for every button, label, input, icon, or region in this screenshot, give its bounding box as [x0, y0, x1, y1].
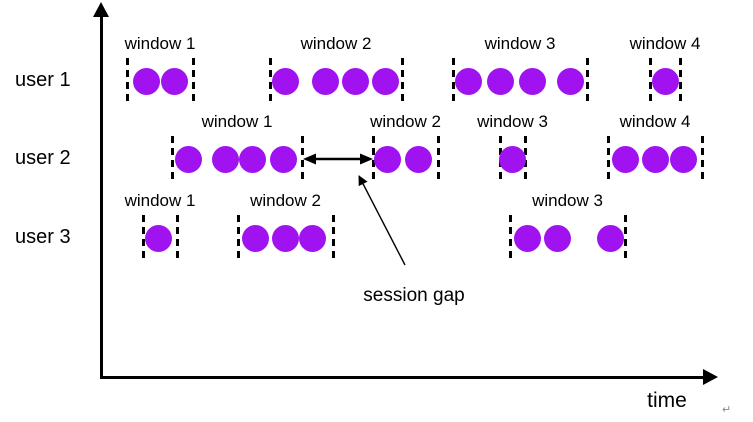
event-dot	[161, 68, 188, 95]
window-label: window 4	[629, 34, 701, 53]
event-dot	[544, 225, 571, 252]
event-dot	[133, 68, 160, 95]
window-boundary-dash	[269, 58, 272, 104]
event-dot	[642, 146, 669, 173]
event-dot	[455, 68, 482, 95]
window-boundary-dash	[332, 215, 335, 261]
event-dot	[670, 146, 697, 173]
event-dot	[145, 225, 172, 252]
window-label: window 3	[477, 112, 548, 131]
window-boundary-dash	[679, 58, 682, 104]
window-boundary-dash	[586, 58, 589, 104]
event-dot	[342, 68, 369, 95]
event-dot	[312, 68, 339, 95]
event-dot	[519, 68, 546, 95]
session-gap-double-arrow-icon	[303, 153, 373, 165]
window-boundary-dash	[237, 215, 240, 261]
window-boundary-dash	[372, 136, 375, 182]
window-label: window 1	[124, 34, 196, 53]
window-boundary-dash	[171, 136, 174, 182]
event-dot	[239, 146, 266, 173]
event-dot	[487, 68, 514, 95]
window-boundary-dash	[301, 136, 304, 182]
event-dot	[514, 225, 541, 252]
user-label-3: user 3	[15, 226, 71, 248]
event-dot	[272, 225, 299, 252]
event-dot	[405, 146, 432, 173]
x-axis	[100, 376, 705, 379]
paragraph-return-mark: ↵	[722, 404, 732, 416]
window-label: window 1	[201, 112, 273, 131]
window-boundary-dash	[607, 136, 610, 182]
window-boundary-dash	[701, 136, 704, 182]
time-axis-label: time	[647, 389, 687, 412]
event-dot	[212, 146, 239, 173]
event-dot	[612, 146, 639, 173]
event-dot	[374, 146, 401, 173]
session-gap-label: session gap	[363, 285, 465, 306]
window-label: window 2	[300, 34, 372, 53]
event-dot	[597, 225, 624, 252]
window-boundary-dash	[509, 215, 512, 261]
y-axis	[100, 14, 103, 378]
window-label: window 4	[619, 112, 691, 131]
event-dot	[270, 146, 297, 173]
window-boundary-dash	[142, 215, 145, 261]
user-label-1: user 1	[15, 69, 71, 91]
y-axis-arrowhead-icon	[93, 2, 109, 17]
event-dot	[652, 68, 679, 95]
event-dot	[372, 68, 399, 95]
window-label: window 3	[484, 34, 556, 53]
user-label-2: user 2	[15, 147, 71, 169]
event-dot	[499, 146, 526, 173]
window-boundary-dash	[176, 215, 179, 261]
window-boundary-dash	[649, 58, 652, 104]
window-label: window 3	[532, 191, 603, 210]
session-gap-pointer-arrow-icon	[358, 175, 406, 266]
window-label: window 2	[250, 191, 321, 210]
window-boundary-dash	[401, 58, 404, 104]
window-label: window 1	[124, 191, 196, 210]
window-boundary-dash	[437, 136, 440, 182]
window-boundary-dash	[126, 58, 129, 104]
window-boundary-dash	[452, 58, 455, 104]
event-dot	[242, 225, 269, 252]
event-dot	[272, 68, 299, 95]
x-axis-arrowhead-icon	[703, 369, 718, 385]
window-label: window 2	[370, 112, 441, 131]
window-boundary-dash	[624, 215, 627, 261]
event-dot	[557, 68, 584, 95]
event-dot	[299, 225, 326, 252]
window-boundary-dash	[192, 58, 195, 104]
event-dot	[175, 146, 202, 173]
